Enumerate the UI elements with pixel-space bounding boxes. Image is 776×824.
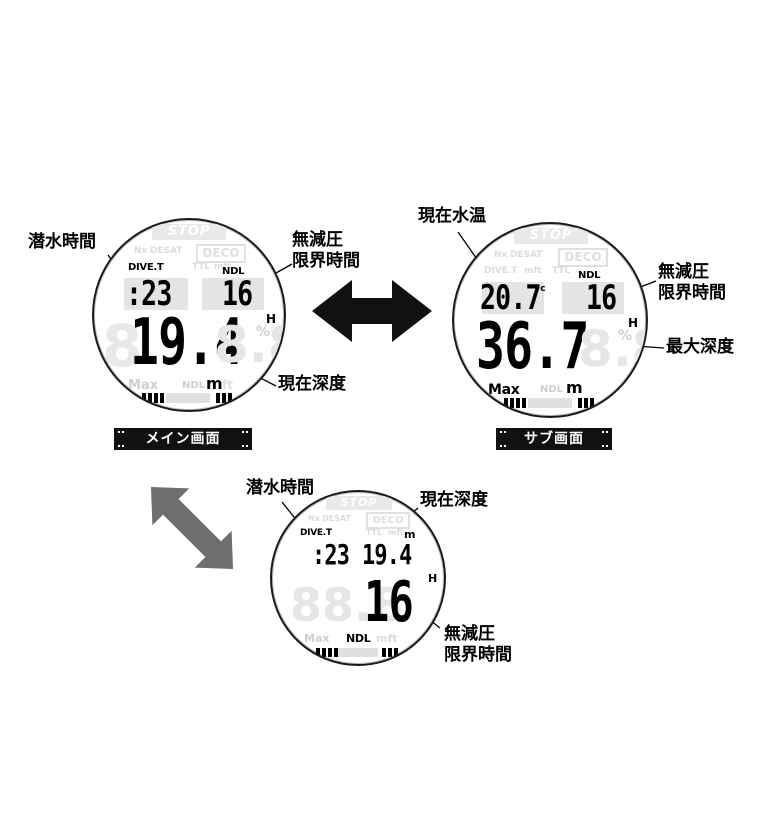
h-indicator: H [628,316,638,330]
dive-time-ghost [124,278,188,310]
annotation-sub-max-depth: 最大深度 [666,337,734,357]
mft-indicator: mft [214,262,232,272]
double-arrow-diagonal-icon [150,486,234,570]
annotation-main-ndl-line2: 限界時間 [292,251,360,271]
alt-display: STOP Nx DESAT DECO TTL mft DIVE.T m :23 … [270,490,446,666]
main-display: STOP Nx DESAT DECO TTL mft DIVE.T NDL :2… [92,218,286,412]
dive-t-ghost: DIVE.T [484,266,518,276]
nx-indicator: Nx [494,250,508,260]
ascent-bar-right [216,393,232,403]
ascent-bar-mid [338,648,378,657]
ascent-bar-left [142,393,164,403]
desat-indicator: DESAT [150,246,183,256]
h-indicator: H [266,312,276,326]
nx-indicator: Nx [308,514,320,523]
ndl-ghost [202,278,264,310]
depth-unit: m [566,378,583,397]
stop-indicator: STOP [152,224,226,240]
annotation-alt-ndl: 無減圧 限界時間 [444,624,512,666]
dive-time-value: :23 [312,538,350,571]
ascent-bar-left [504,398,526,408]
annotation-main-dive-time: 潜水時間 [28,232,96,252]
ft-ghost: ft [222,378,233,392]
stop-indicator: STOP [514,228,588,244]
annotation-main-depth: 現在深度 [278,374,346,394]
depth-unit: m [404,528,416,541]
deco-indicator: DECO [366,512,410,529]
annotation-sub-water-temp: 現在水温 [418,206,486,226]
depth-value: 19.4 [130,306,243,380]
ndl-bottom-label: NDL [540,384,564,395]
mft-indicator: mft [388,528,404,537]
desat-indicator: DESAT [510,250,543,260]
ttl-indicator: TTL [552,266,571,276]
ndl-bottom-label: NDL [346,632,371,645]
ghost-digits: 8.8 [214,316,284,374]
dive-time-label: DIVE.T [128,262,164,273]
annotation-alt-depth: 現在深度 [420,490,488,510]
dive-time-value: :23 [126,274,172,314]
deco-indicator: DECO [196,244,246,263]
sub-display: STOP Nx DESAT DECO DIVE.T TTL mft NDL 20… [452,222,648,418]
water-temp-value: 20.7 [480,278,542,318]
ascent-bar-right [382,648,398,657]
nx-indicator: Nx [134,246,148,256]
ascent-bar-left [316,648,338,657]
percent-ghost: % [256,324,271,340]
ascent-bar-mid [166,393,210,403]
ghost-digits: 8.8 [578,320,646,378]
stop-indicator: STOP [326,496,392,510]
annotation-sub-ndl: 無減圧 限界時間 [658,262,726,304]
ndl-label: NDL [222,266,245,277]
max-label: Max [488,382,520,398]
ndl-value: 16 [222,274,253,314]
double-arrow-horizontal-icon [312,280,432,342]
desat-indicator: DESAT [322,514,351,523]
mft-indicator: mft [524,266,542,276]
ndl-label: NDL [578,270,601,281]
dive-time-label: DIVE.T [300,528,332,538]
ttl-indicator: TTL [366,528,383,537]
annotation-main-ndl-line1: 無減圧 [292,230,343,250]
depth-value: 19.4 [362,538,412,571]
annotation-alt-ndl-line2: 限界時間 [444,645,512,665]
ttl-indicator: TTL [192,262,211,272]
annotation-alt-dive-time: 潜水時間 [246,478,314,498]
temp-unit: °c [536,284,546,294]
mft-ghost: mft [376,632,398,645]
ghost-digits-left: 88.8 [290,578,404,632]
left-ghost-digit: 8 [102,312,143,380]
max-label: Max [304,632,330,645]
annotation-main-ndl: 無減圧 限界時間 [292,230,360,272]
ndl-value: 16 [364,570,414,635]
ndl-ghost [562,282,624,314]
ndl-value: 16 [586,278,617,318]
sub-caption: サブ画面 [496,428,612,450]
percent-ghost: % [618,328,633,344]
ascent-bar-mid [528,398,572,408]
max-depth-value: 36.7 [476,310,589,384]
ndl-bottom-label: NDL [182,380,206,391]
annotation-sub-ndl-line1: 無減圧 [658,262,709,282]
h-indicator: H [428,572,437,585]
annotation-sub-ndl-line2: 限界時間 [658,283,726,303]
deco-indicator: DECO [558,248,608,267]
annotation-alt-ndl-line1: 無減圧 [444,624,495,644]
main-caption: メイン画面 [114,428,252,450]
depth-unit: m [206,374,223,393]
ascent-bar-right [578,398,594,408]
max-label: Max [128,378,159,393]
temp-ghost [482,282,544,314]
